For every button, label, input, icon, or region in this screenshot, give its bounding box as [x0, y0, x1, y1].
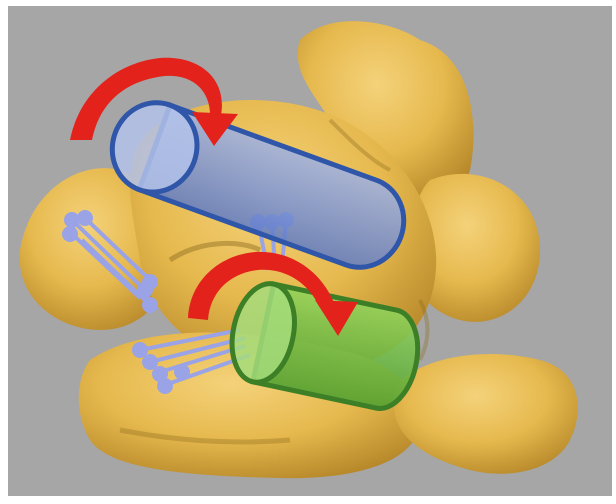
marker-ball [66, 214, 78, 226]
marker-ball [64, 228, 76, 240]
marker-ball [144, 276, 156, 288]
marker-ball [159, 380, 171, 392]
marker-ball [176, 366, 188, 378]
marker-ball [144, 299, 156, 311]
bone-lower-right [394, 354, 578, 474]
marker-ball [79, 212, 91, 224]
marker-ball [144, 356, 156, 368]
marker-ball [134, 344, 146, 356]
